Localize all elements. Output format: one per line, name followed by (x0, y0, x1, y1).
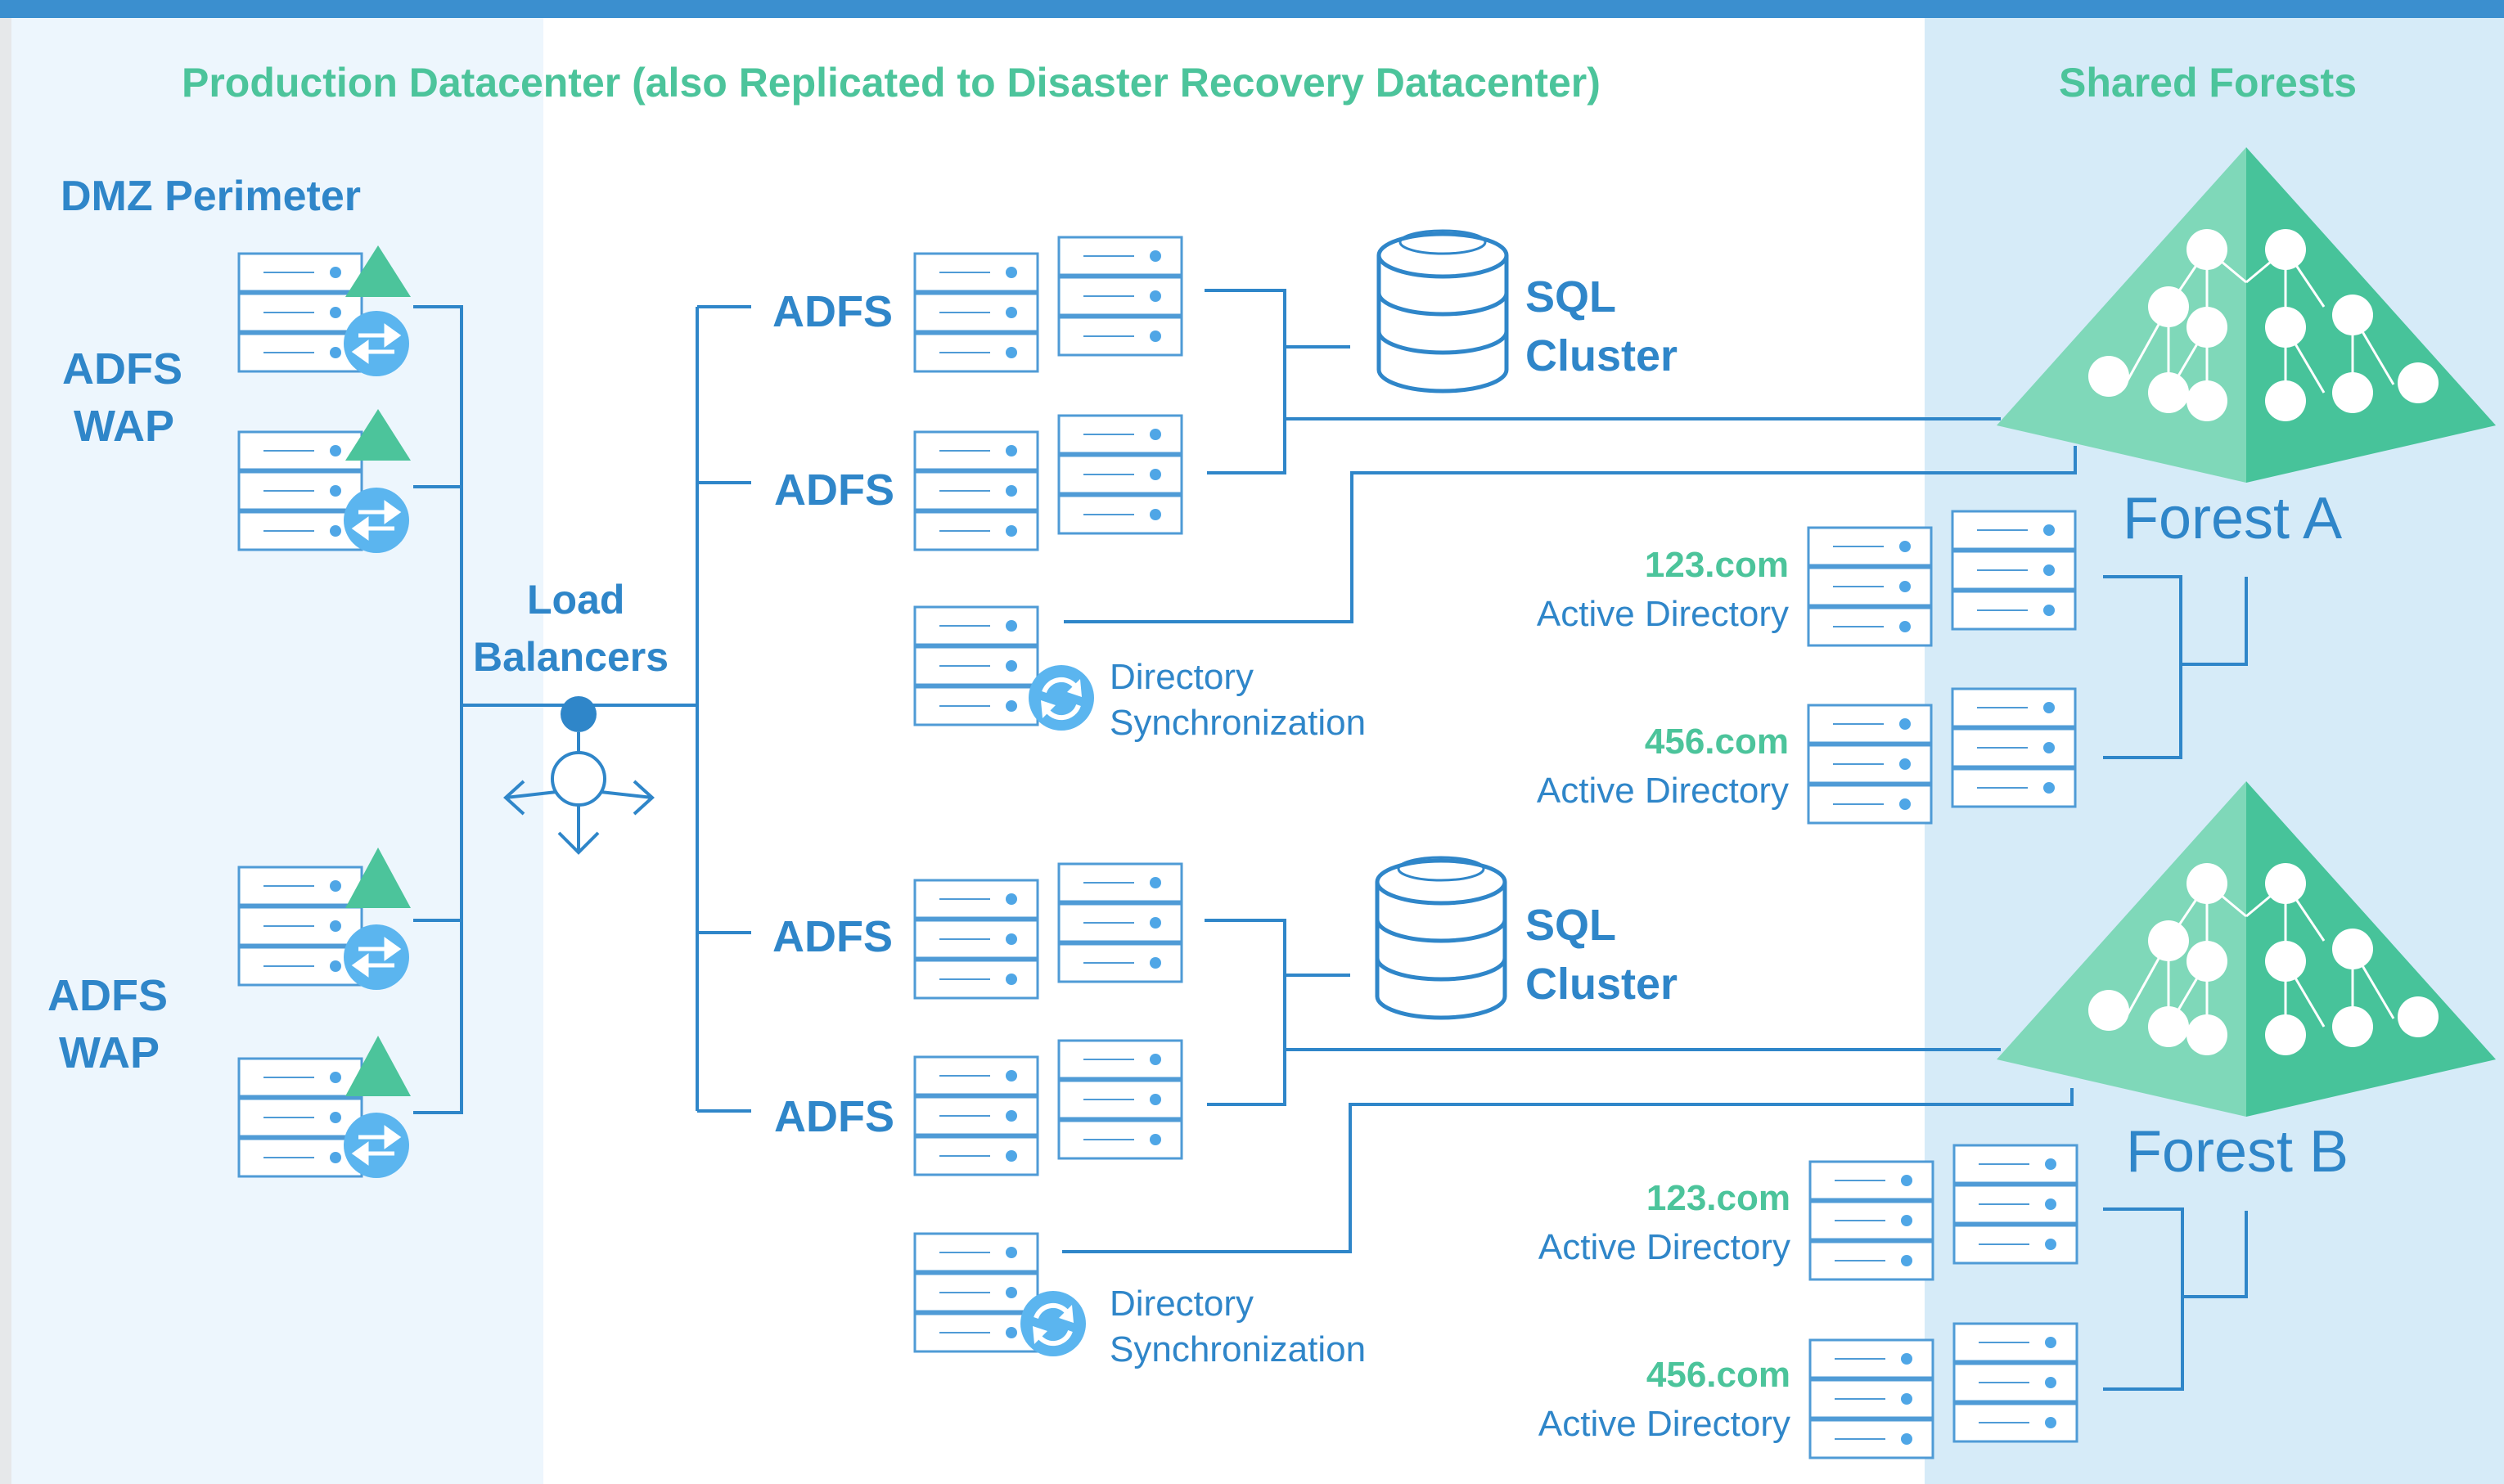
adfs-label-3: ADFS (772, 912, 893, 961)
adfs-label-1: ADFS (772, 287, 893, 336)
dirsync-server-2 (915, 1234, 1086, 1356)
load-balancer-icon (503, 696, 655, 855)
firewall-triangle-icon (345, 409, 411, 461)
server-rack-icon (239, 432, 362, 550)
adfs-server-pair-2 (915, 416, 1182, 550)
wap-label-top-line1: ADFS (62, 344, 182, 393)
sql-cluster-label-2-line1: SQL (1525, 901, 1617, 950)
forest-a-label: Forest A (2123, 486, 2343, 551)
wap-server-group-4 (239, 1036, 411, 1178)
production-datacenter-header: Production Datacenter (also Replicated t… (182, 60, 1601, 106)
ad-server-pair-4 (1810, 1324, 2077, 1458)
dirsync-label-1-line2: Synchronization (1110, 703, 1367, 743)
sync-icon (1020, 1291, 1086, 1356)
adfs-server-pair-3 (915, 864, 1182, 998)
wap-label-bottom-line1: ADFS (47, 971, 168, 1020)
wap-server-group-1 (239, 245, 411, 376)
adfs-server-pair-1 (915, 237, 1182, 371)
adfs-label-4: ADFS (774, 1092, 894, 1141)
forest-tree-icon (1995, 146, 2497, 484)
sync-icon (1029, 665, 1094, 731)
firewall-triangle-icon (345, 848, 411, 908)
connector-lines (413, 289, 2248, 1391)
wap-label-bottom-line2: WAP (59, 1028, 160, 1077)
wap-server-group-3 (239, 848, 411, 990)
sql-cluster-label-1-line2: Cluster (1525, 331, 1678, 380)
swap-arrows-icon (344, 488, 409, 553)
dirsync-label-2-line1: Directory (1110, 1284, 1254, 1324)
server-rack-icon (239, 254, 362, 371)
dirsync-label-2-line2: Synchronization (1110, 1329, 1367, 1369)
wap-server-group-2 (239, 409, 411, 553)
adfs-label-2: ADFS (774, 465, 894, 515)
dmz-perimeter-title: DMZ Perimeter (61, 173, 361, 220)
wap-label-top-line2: WAP (74, 402, 175, 451)
top-bar (0, 0, 2504, 18)
forest-tree-icon (1995, 780, 2497, 1118)
ad-label-2: Active Directory (1536, 771, 1789, 811)
load-balancers-label-line2: Balancers (473, 634, 669, 680)
ad-server-pair-3 (1810, 1145, 2077, 1279)
firewall-triangle-icon (345, 245, 411, 297)
server-rack-icon (915, 1234, 1038, 1351)
load-balancers-label-line1: Load (527, 577, 625, 623)
database-icon (1375, 856, 1507, 1020)
ad-domain-label-1: 123.com (1644, 545, 1789, 585)
sql-cluster-label-2-line2: Cluster (1525, 960, 1678, 1009)
ad-server-pair-2 (1808, 689, 2075, 823)
left-edge (0, 18, 11, 1484)
database-icon (1376, 229, 1509, 393)
ad-domain-label-4: 456.com (1646, 1355, 1790, 1395)
dirsync-label-1-line1: Directory (1110, 657, 1254, 697)
server-rack-icon (239, 1059, 362, 1176)
forest-b-label: Forest B (2126, 1119, 2349, 1185)
ad-domain-label-3: 123.com (1646, 1178, 1790, 1218)
sql-cluster-label-1-line1: SQL (1525, 272, 1617, 322)
swap-arrows-icon (344, 311, 409, 376)
server-rack-icon (239, 867, 362, 985)
ad-label-1: Active Directory (1536, 594, 1789, 634)
ad-label-3: Active Directory (1538, 1227, 1790, 1267)
adfs-server-pair-4 (915, 1041, 1182, 1175)
dirsync-server-1 (915, 607, 1094, 731)
swap-arrows-icon (344, 1113, 409, 1178)
server-rack-icon (915, 607, 1038, 725)
ad-server-pair-1 (1808, 511, 2075, 645)
ad-domain-label-2: 456.com (1644, 722, 1789, 762)
shared-forests-header: Shared Forests (2059, 60, 2358, 106)
ad-label-4: Active Directory (1538, 1404, 1790, 1444)
firewall-triangle-icon (345, 1036, 411, 1096)
swap-arrows-icon (344, 924, 409, 990)
